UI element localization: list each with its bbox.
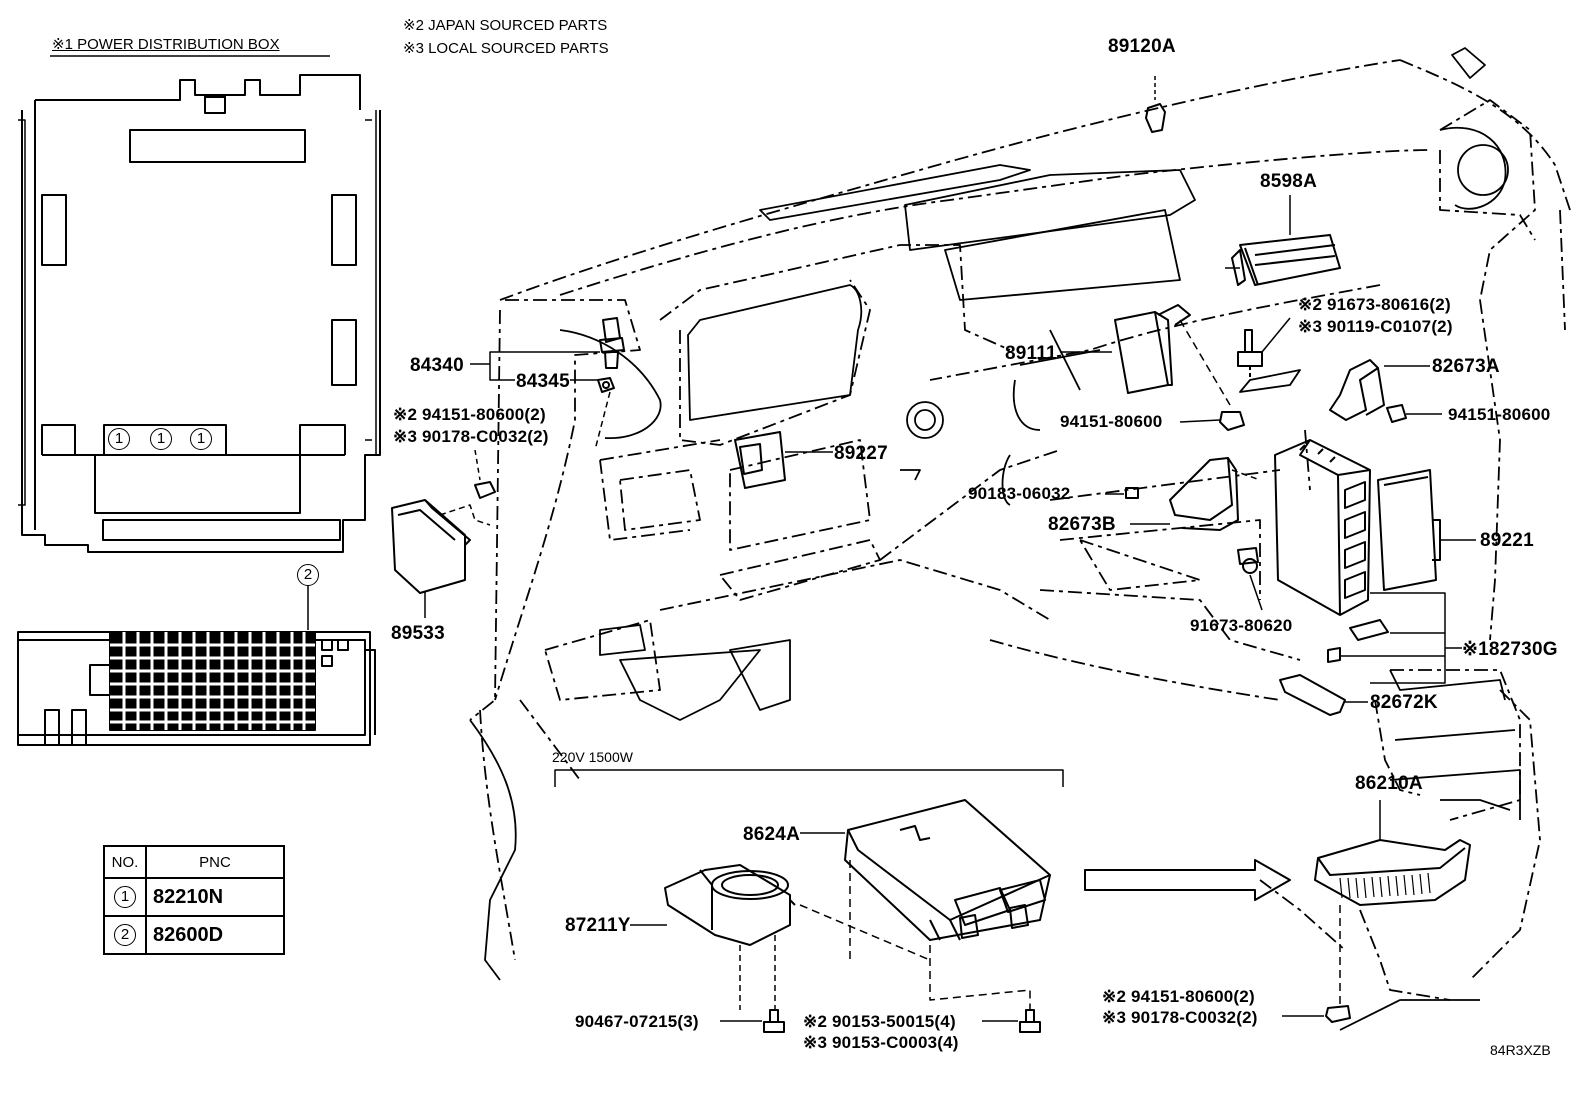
row-number: 1 <box>114 886 136 908</box>
label-84340: 84340 <box>410 355 464 376</box>
part-8598A <box>1225 195 1341 286</box>
marker-1b: 1 <box>150 428 172 450</box>
power-box-label: ※1 POWER DISTRIBUTION BOX <box>52 36 280 53</box>
label-94151-80600-mid: 94151-80600 <box>1060 412 1163 431</box>
marker-1a: 1 <box>108 428 130 450</box>
label-90119-C0107: ※3 90119-C0107(2) <box>1298 317 1453 336</box>
dashboard-detail <box>469 47 1521 1031</box>
part-87211Y <box>630 864 931 1010</box>
nut-94151-left <box>474 449 496 499</box>
nut-94151-mid <box>1179 411 1245 431</box>
label-82672K: 82672K <box>1370 692 1438 713</box>
part-89120A <box>1145 76 1166 133</box>
pnc-table-header: NO. PNC <box>103 845 285 879</box>
part-89533 <box>391 499 491 618</box>
label-94151-80600-left: ※2 94151-80600(2) <box>393 405 546 424</box>
bracket-82730G <box>1340 592 1462 684</box>
label-84345: 84345 <box>516 371 570 392</box>
label-8624A: 8624A <box>743 824 800 845</box>
label-90178-C0032-left: ※3 90178-C0032(2) <box>393 427 549 446</box>
part-82673B <box>1130 457 1261 531</box>
bolt-91673-80620 <box>1237 547 1263 611</box>
label-220v: 220V 1500W <box>552 749 633 765</box>
bolt-90467-07215 <box>720 1009 785 1033</box>
table-row: 2 82600D <box>103 915 285 955</box>
label-89533: 89533 <box>391 623 445 644</box>
label-86210A: 86210A <box>1355 773 1423 794</box>
header-pnc: PNC <box>145 845 285 879</box>
power-distribution-box-drawing <box>18 55 381 630</box>
connector-82730G <box>1327 619 1389 663</box>
label-82673A: 82673A <box>1432 356 1500 377</box>
label-90178-C0032-bottom: ※3 90178-C0032(2) <box>1102 1008 1258 1027</box>
label-8598A: 8598A <box>1260 171 1317 192</box>
label-87211Y: 87211Y <box>565 915 631 936</box>
label-82730G: ※182730G <box>1462 639 1558 660</box>
callout-84340 <box>470 351 600 381</box>
label-89120A: 89120A <box>1108 36 1176 57</box>
part-89227 <box>734 431 833 489</box>
label-90183-06032: 90183-06032 <box>968 484 1071 503</box>
part-82730G-main-body <box>1274 439 1371 616</box>
pnc-table: NO. PNC 1 82210N 2 82600D <box>103 845 285 955</box>
bolt-90153 <box>982 1009 1041 1033</box>
label-94151-80600-bottom: ※2 94151-80600(2) <box>1102 987 1255 1006</box>
note-japan: ※2 JAPAN SOURCED PARTS <box>403 17 608 34</box>
label-90467-07215: 90467-07215(3) <box>575 1012 699 1031</box>
label-90153-50015: ※2 90153-50015(4) <box>803 1012 956 1031</box>
row-number: 2 <box>114 924 136 946</box>
note-local: ※3 LOCAL SOURCED PARTS <box>403 40 609 57</box>
nut-94151-bottom <box>1282 1005 1351 1023</box>
header-no: NO. <box>103 845 147 879</box>
fuse-block-drawing <box>17 631 376 746</box>
clip-90183-06032 <box>1105 487 1139 499</box>
part-86210A <box>1314 800 1471 1005</box>
label-91673-80620: 91673-80620 <box>1190 616 1293 635</box>
label-82673B: 82673B <box>1048 514 1116 535</box>
label-91673-80616: ※2 91673-80616(2) <box>1298 295 1451 314</box>
part-84340-switch <box>594 317 625 451</box>
arrow-right <box>1084 859 1291 901</box>
part-89221 <box>1377 469 1476 591</box>
bolt-91673-80616 <box>1237 317 1291 380</box>
part-8624A <box>800 799 1051 1010</box>
row-pnc: 82210N <box>145 877 285 917</box>
table-row: 1 82210N <box>103 877 285 917</box>
part-89111 <box>1060 304 1231 406</box>
label-94151-80600-right: 94151-80600 <box>1448 405 1551 424</box>
part-82673A <box>1329 359 1442 423</box>
label-89111: 89111 <box>1005 343 1057 364</box>
marker-2: 2 <box>297 564 319 586</box>
label-89227: 89227 <box>834 443 888 464</box>
label-89221: 89221 <box>1480 530 1534 551</box>
label-90153-C0003: ※3 90153-C0003(4) <box>803 1033 959 1052</box>
marker-1c: 1 <box>190 428 212 450</box>
group-220v <box>554 769 1064 787</box>
row-pnc: 82600D <box>145 915 285 955</box>
diagram-code: 84R3XZB <box>1490 1042 1551 1058</box>
part-82672K <box>1279 674 1368 716</box>
dashboard-outline <box>469 59 1571 1001</box>
